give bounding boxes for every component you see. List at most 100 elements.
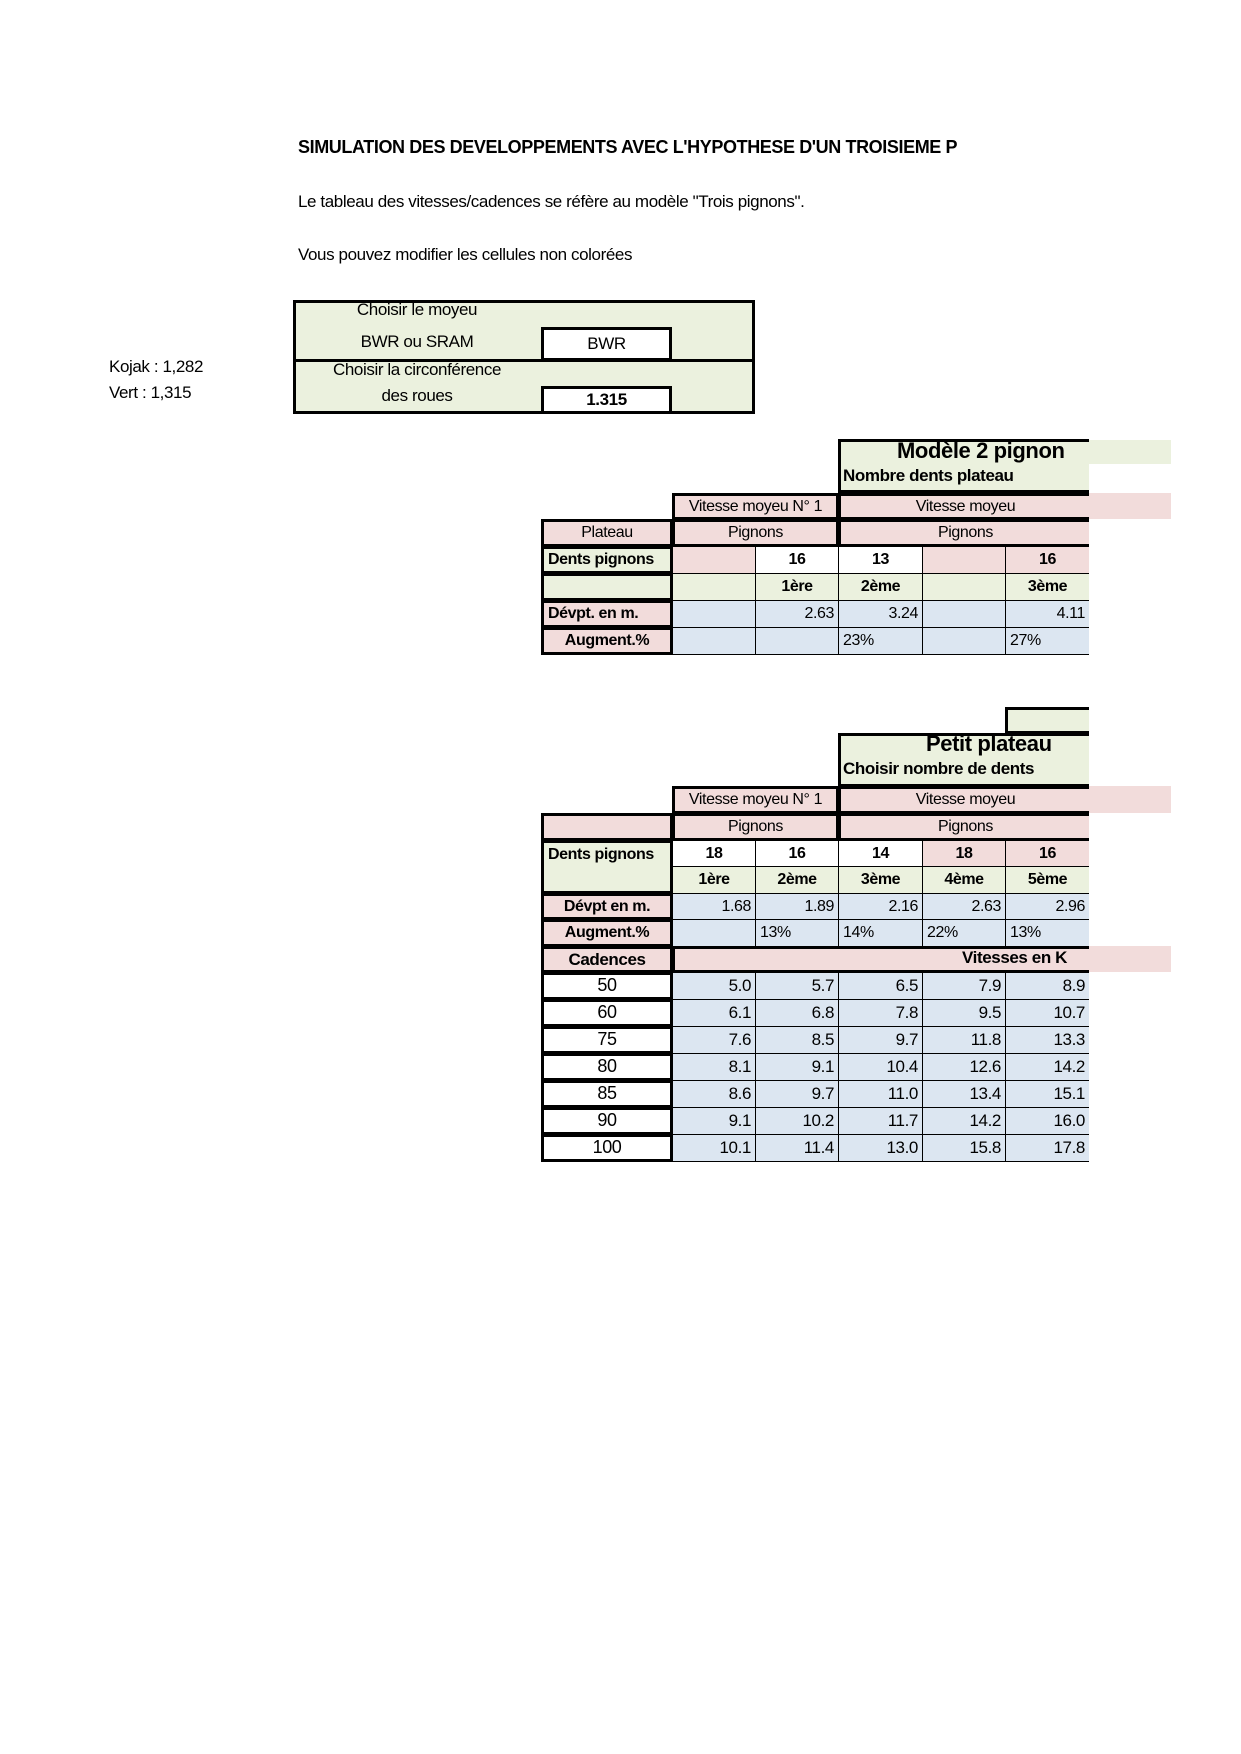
teeth-cell[interactable]: 16 <box>755 546 839 574</box>
speed-value: 11.7 <box>838 1107 923 1135</box>
teeth-cell[interactable]: 18 <box>672 840 756 867</box>
development-value <box>672 600 756 628</box>
cadence-cell[interactable]: 85 <box>541 1080 673 1108</box>
small-header-box <box>838 733 1089 787</box>
print-area: SIMULATION DES DEVELOPPEMENTS AVEC L'HYP… <box>109 137 1089 1162</box>
circumference-input[interactable]: 1.315 <box>541 386 672 414</box>
speed-value: 9.1 <box>755 1053 839 1081</box>
speed-value: 12.6 <box>922 1053 1006 1081</box>
teeth-cell[interactable]: 16 <box>755 840 839 867</box>
speed-value: 8.1 <box>672 1053 756 1081</box>
fill-extension <box>1089 493 1171 519</box>
model2-header-box <box>838 439 1089 493</box>
cadence-cell[interactable]: 50 <box>541 972 673 1000</box>
chainring-input-box[interactable] <box>1005 707 1089 734</box>
development-value: 2.63 <box>755 600 839 628</box>
gear-rank <box>672 573 756 601</box>
fill-extension <box>1089 786 1171 813</box>
speed-value: 7.6 <box>672 1026 756 1054</box>
hub-input[interactable]: BWR <box>541 327 672 361</box>
speeds-header <box>672 946 1089 973</box>
speed-value: 11.0 <box>838 1080 923 1108</box>
hub-label-2: BWR ou SRAM <box>360 332 474 351</box>
speed-value: 6.1 <box>672 999 756 1027</box>
speed-value: 5.0 <box>672 972 756 1000</box>
speed-value: 8.5 <box>755 1026 839 1054</box>
circumference-label: Choisir la circonférence <box>332 360 502 379</box>
speed-value: 13.0 <box>838 1134 923 1162</box>
speed-value: 9.5 <box>922 999 1006 1027</box>
increase-value: 14% <box>838 919 923 947</box>
speed-value: 6.8 <box>755 999 839 1027</box>
speed-value: 8.9 <box>1005 972 1089 1000</box>
speed-value: 13.4 <box>922 1080 1006 1108</box>
development-value <box>922 600 1006 628</box>
speed-value: 7.8 <box>838 999 923 1027</box>
speed-value: 15.8 <box>922 1134 1006 1162</box>
augment-label: Augment.% <box>541 919 673 947</box>
hub-speed-2-header: Vitesse moyeu <box>838 493 1089 520</box>
cadence-cell[interactable]: 60 <box>541 999 673 1027</box>
speed-value: 7.9 <box>922 972 1006 1000</box>
divider <box>293 359 755 362</box>
increase-value: 22% <box>922 919 1006 947</box>
development-value: 4.11 <box>1005 600 1089 628</box>
gear-rank: 2ème <box>838 573 923 601</box>
speed-value: 9.7 <box>755 1080 839 1108</box>
gear-rank: 1ère <box>672 866 756 894</box>
speed-value: 14.2 <box>922 1107 1006 1135</box>
cadences-label: Cadences <box>541 946 673 973</box>
speed-value: 5.7 <box>755 972 839 1000</box>
speed-value: 11.8 <box>922 1026 1006 1054</box>
small-title: Petit plateau <box>926 731 1052 756</box>
speed-value: 14.2 <box>1005 1053 1089 1081</box>
development-value: 1.68 <box>672 893 756 920</box>
speed-value: 6.5 <box>838 972 923 1000</box>
cadence-cell[interactable]: 90 <box>541 1107 673 1135</box>
teeth-cell[interactable]: 14 <box>838 840 923 867</box>
teeth-cell <box>672 546 756 574</box>
small-subtitle: Choisir nombre de dents <box>843 759 1035 778</box>
gear-rank: 4ème <box>922 866 1006 894</box>
augment-label: Augment.% <box>541 627 673 655</box>
note-kojak: Kojak : 1,282 <box>109 357 204 376</box>
model2-title: Modèle 2 pignon <box>897 438 1065 463</box>
speed-value: 10.7 <box>1005 999 1089 1027</box>
increase-value <box>672 919 756 947</box>
devpt-label: Dévpt en m. <box>541 893 673 920</box>
speed-value: 8.6 <box>672 1080 756 1108</box>
gear-rank <box>922 573 1006 601</box>
gear-rank: 2ème <box>755 866 839 894</box>
gear-rank: 3ème <box>1005 573 1089 601</box>
empty-label <box>541 573 673 601</box>
pignons-header: Pignons <box>838 519 1089 547</box>
gear-rank: 5ème <box>1005 866 1089 894</box>
hub-speed-2-header: Vitesse moyeu <box>838 786 1089 814</box>
increase-value <box>672 627 756 655</box>
increase-value: 23% <box>838 627 923 655</box>
dents-pignons-label: Dents pignons <box>541 546 673 574</box>
speed-value: 11.4 <box>755 1134 839 1162</box>
speed-value: 16.0 <box>1005 1107 1089 1135</box>
cadence-cell[interactable]: 75 <box>541 1026 673 1054</box>
development-value: 2.63 <box>922 893 1006 920</box>
model2-subtitle: Nombre dents plateau <box>843 466 1014 485</box>
increase-value <box>755 627 839 655</box>
settings-box <box>293 300 755 414</box>
note-vert: Vert : 1,315 <box>109 383 192 402</box>
speed-value: 15.1 <box>1005 1080 1089 1108</box>
hub-speed-1-header: Vitesse moyeu N° 1 <box>672 493 839 520</box>
teeth-cell[interactable]: 13 <box>838 546 923 574</box>
speed-value: 9.1 <box>672 1107 756 1135</box>
cadence-cell[interactable]: 100 <box>541 1134 673 1162</box>
speed-value: 10.4 <box>838 1053 923 1081</box>
development-value: 2.16 <box>838 893 923 920</box>
fill-extension <box>1089 440 1171 464</box>
development-value: 2.96 <box>1005 893 1089 920</box>
pignons-header: Pignons <box>672 813 839 841</box>
increase-value: 13% <box>755 919 839 947</box>
cadence-cell[interactable]: 80 <box>541 1053 673 1081</box>
page-title: SIMULATION DES DEVELOPPEMENTS AVEC L'HYP… <box>298 137 958 157</box>
speed-value: 13.3 <box>1005 1026 1089 1054</box>
hub-label: Choisir le moyeu <box>356 300 478 319</box>
